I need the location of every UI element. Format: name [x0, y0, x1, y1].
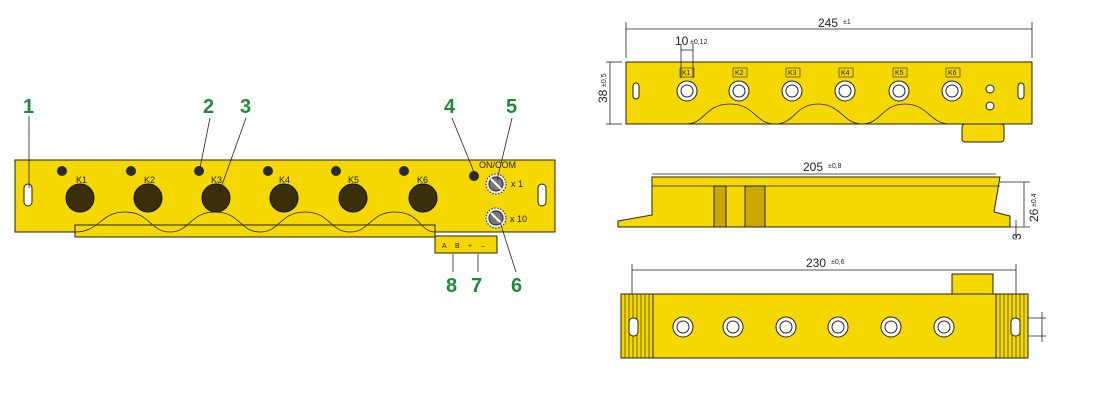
front-view: K1 K2 K3 K4 K5 K6 ON/COM x 1 x 10 A B + …	[14, 96, 556, 297]
dim-38-tol: ±0,5	[601, 73, 608, 87]
top-label-k4: K4	[841, 70, 850, 77]
leader-4	[451, 117, 475, 173]
right-side-view: 205 ±0,8 26 ±0,4 3	[617, 160, 1041, 240]
bottom-view-holes	[672, 316, 955, 338]
top-label-k2: K2	[735, 70, 744, 77]
dim-245-tol: ±1	[843, 19, 851, 26]
led-k1	[57, 166, 67, 176]
top-view-holes	[676, 80, 995, 111]
callout-5: 5	[506, 96, 517, 118]
right-top-view: K1 K2 K3 K4 K5 K6 245 ±1 10 ±0,12 38 ±0,…	[596, 16, 1033, 143]
hole-k2	[133, 183, 163, 213]
dim-205-tol: ±0,8	[828, 163, 842, 170]
dim-230: 230	[806, 256, 826, 270]
callout-8: 8	[446, 275, 457, 297]
top-label-k3: K3	[788, 70, 797, 77]
terminal-minus: –	[481, 243, 485, 250]
led-k6	[399, 166, 409, 176]
front-right-slot	[537, 183, 547, 207]
leader-3	[217, 117, 247, 197]
callout-4: 4	[444, 96, 456, 118]
led-k3	[194, 166, 204, 176]
bottom-right-slot	[1010, 317, 1021, 337]
rotary-switch-x1[interactable]	[485, 173, 507, 195]
dim-10: 10	[675, 34, 689, 48]
label-k6: K6	[417, 175, 428, 185]
leader-5	[496, 117, 513, 181]
dim-245: 245	[818, 16, 838, 30]
label-k3: K3	[211, 175, 222, 185]
led-k2	[126, 166, 136, 176]
front-left-slot	[23, 183, 33, 207]
terminal-a: A	[442, 243, 447, 250]
led-on-com	[469, 171, 479, 181]
hole-k3	[201, 183, 231, 213]
label-k4: K4	[279, 175, 290, 185]
rotary-switch-x10[interactable]	[485, 207, 507, 229]
hole-k5	[338, 183, 368, 213]
label-x10: x 10	[510, 214, 527, 224]
side-view-insert-1	[713, 185, 727, 228]
dim-38: 38	[596, 89, 610, 103]
dim-26-tol: ±0,4	[1031, 193, 1038, 207]
top-view-wave	[685, 103, 951, 125]
top-right-slot	[1017, 82, 1025, 100]
dim-3: 3	[1010, 233, 1024, 240]
right-bottom-view: 230 ±0,6	[620, 256, 1046, 359]
hole-k6	[408, 183, 438, 213]
leader-2	[199, 117, 211, 169]
dim-26: 26	[1027, 208, 1041, 222]
side-view-body	[617, 176, 1011, 228]
label-on-com: ON/COM	[479, 160, 516, 170]
top-label-k1: K1	[682, 70, 691, 77]
callout-6: 6	[511, 275, 522, 297]
label-k2: K2	[144, 175, 155, 185]
callout-1: 1	[23, 96, 34, 118]
dim-230-tol: ±0,6	[831, 259, 845, 266]
top-label-k5: K5	[895, 70, 904, 77]
bottom-left-slot	[628, 317, 639, 337]
front-lower-lip	[74, 224, 436, 238]
top-label-k6: K6	[948, 70, 957, 77]
top-left-slot	[632, 82, 640, 100]
leader-6	[499, 221, 517, 273]
dim-205: 205	[803, 160, 823, 174]
hole-k4	[269, 183, 299, 213]
terminal-b: B	[455, 243, 460, 250]
callout-7: 7	[471, 275, 482, 297]
label-k1: K1	[76, 175, 87, 185]
front-wave-line	[74, 211, 436, 233]
terminal-plus: +	[468, 243, 472, 250]
hole-k1	[65, 183, 95, 213]
dim-10-tol: ±0,12	[690, 39, 708, 46]
side-view-insert-2	[744, 185, 766, 228]
label-k5: K5	[348, 175, 359, 185]
label-x1: x 1	[511, 179, 523, 189]
led-k5	[331, 166, 341, 176]
terminal-block	[434, 235, 498, 254]
callout-3: 3	[240, 96, 251, 118]
callout-2: 2	[203, 96, 214, 118]
top-view-terminal	[961, 123, 1005, 143]
led-k4	[263, 166, 273, 176]
